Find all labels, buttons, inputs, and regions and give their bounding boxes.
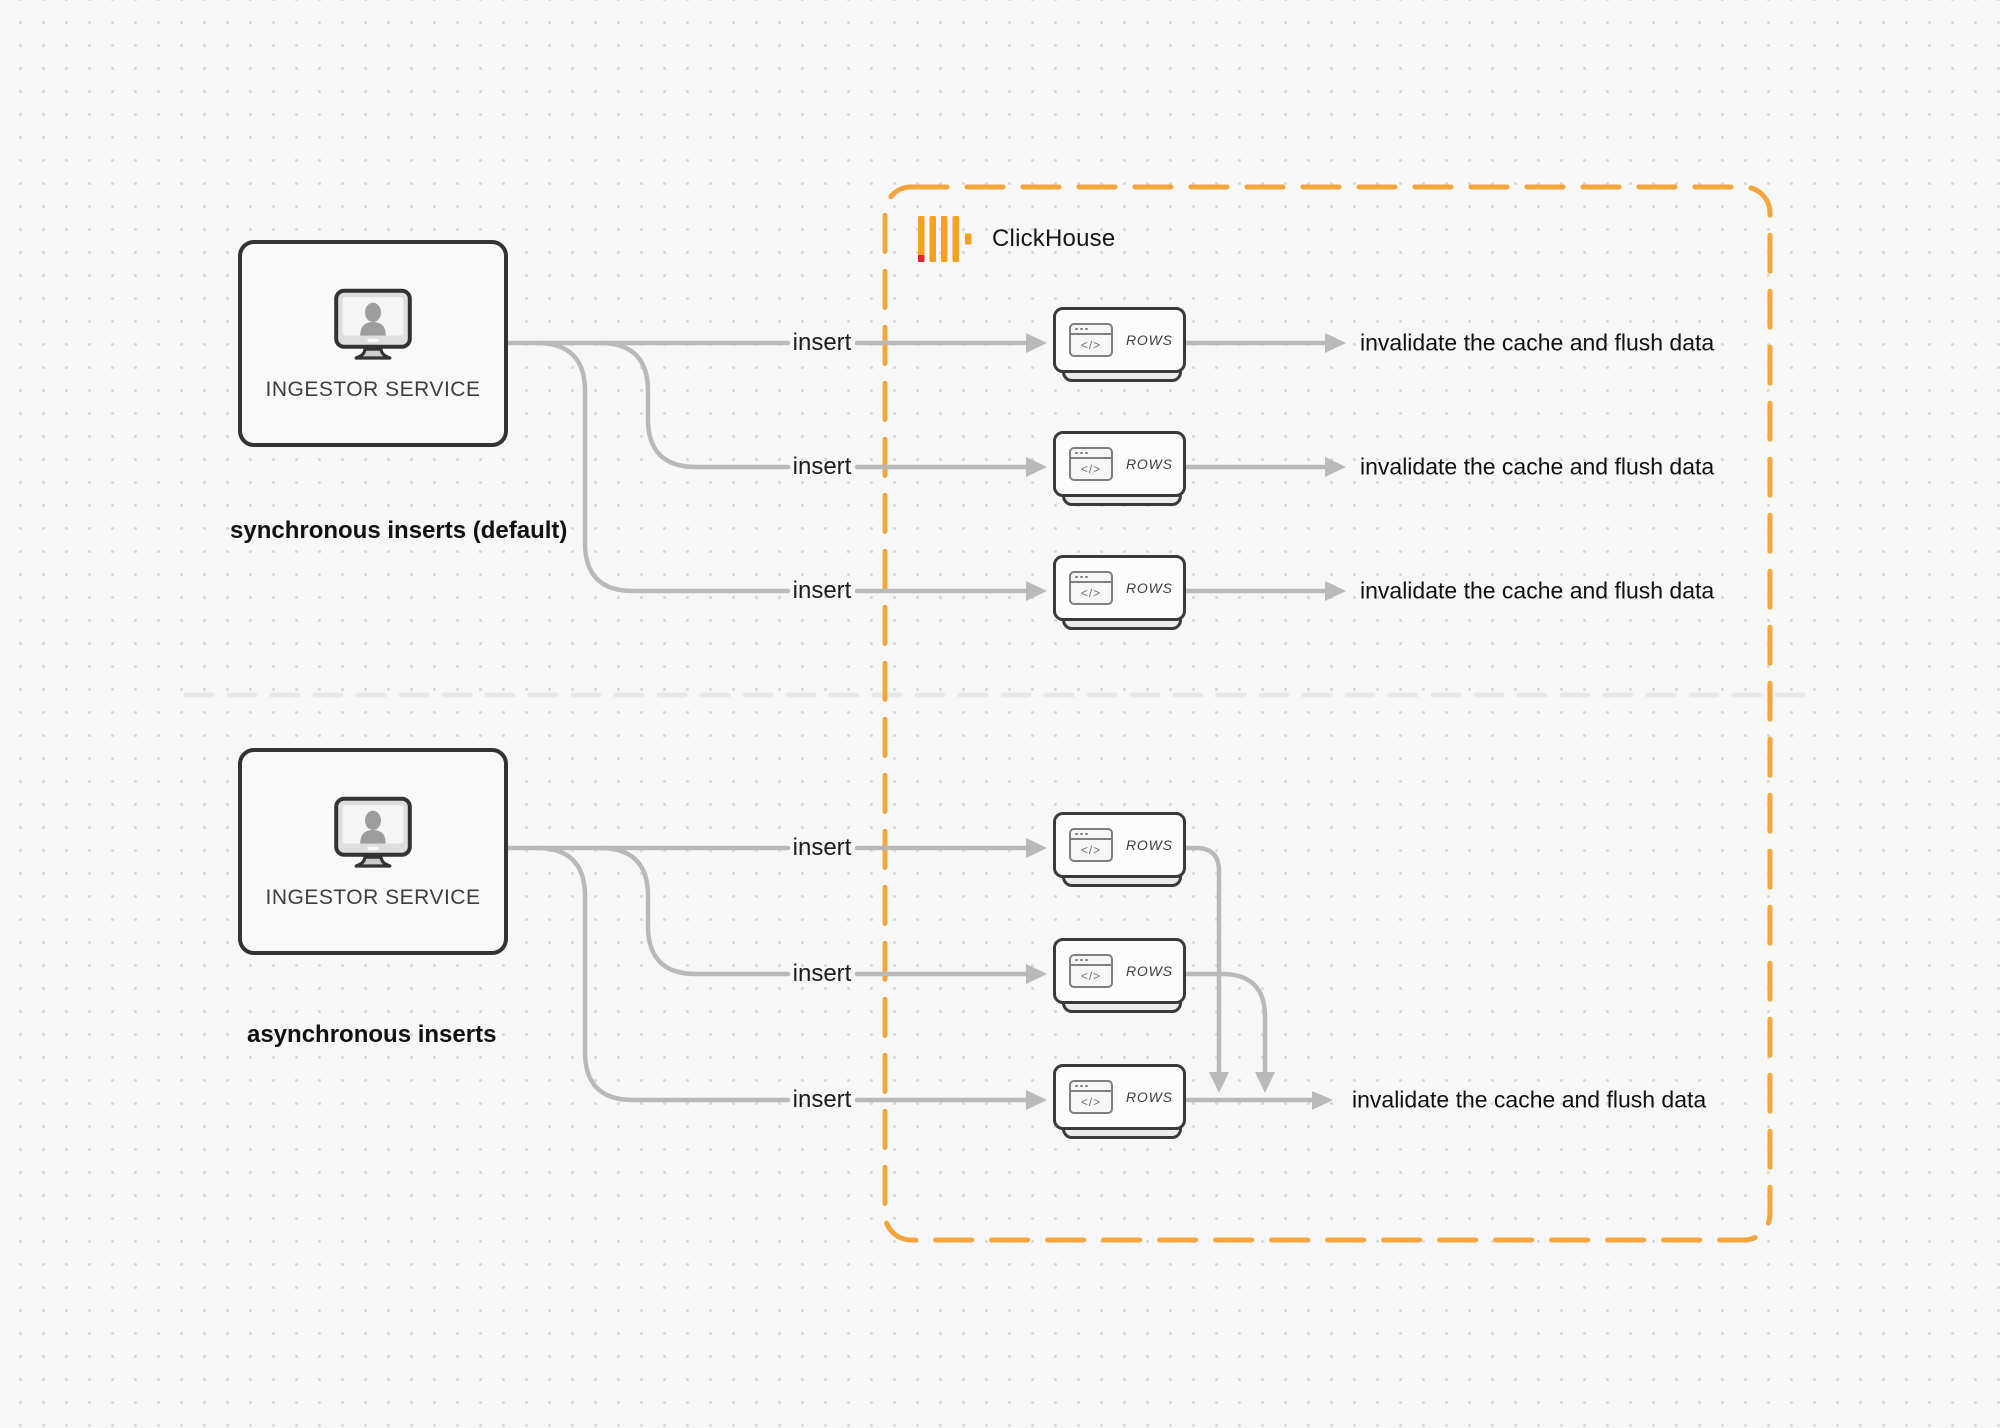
window-titlebar	[1071, 830, 1111, 840]
clickhouse-bars-icon	[918, 216, 972, 262]
insert-label: insert	[792, 453, 852, 480]
arrowhead-right	[1325, 333, 1346, 353]
arrowhead-right	[1026, 964, 1047, 984]
rows-card-front: </> ROWS	[1053, 1064, 1186, 1130]
arrowhead-right	[1026, 333, 1047, 353]
code-window-icon: </>	[1069, 1080, 1113, 1114]
clickhouse-red-accent	[918, 255, 925, 262]
code-glyph: </>	[1080, 969, 1102, 983]
rows-label: ROWS	[1126, 580, 1173, 596]
result-label: invalidate the cache and flush data	[1360, 577, 1715, 604]
code-glyph: </>	[1080, 1095, 1102, 1109]
clickhouse-label: ClickHouse	[992, 225, 1116, 252]
rows-card: </> ROWS	[1053, 812, 1186, 888]
rows-label: ROWS	[1126, 332, 1173, 348]
sync-branch-row2	[597, 340, 791, 470]
sync-caption: synchronous inserts (default)	[230, 517, 568, 544]
arrowhead-right	[1026, 838, 1047, 858]
rows-card-front: </> ROWS	[1053, 555, 1186, 621]
code-window-icon: </>	[1069, 447, 1113, 481]
result-label: invalidate the cache and flush data	[1360, 453, 1715, 480]
async-branch-row2	[597, 845, 791, 977]
rows-card: </> ROWS	[1053, 938, 1186, 1014]
service-label: INGESTOR SERVICE	[265, 885, 481, 909]
service-label: INGESTOR SERVICE	[265, 377, 481, 401]
async-merge-line-2	[1181, 971, 1268, 1075]
monitor-user-icon	[334, 796, 412, 868]
arrowhead-right	[1026, 1090, 1047, 1110]
arrowhead-right	[1312, 1091, 1333, 1110]
clickhouse-logo: ClickHouse	[918, 216, 1115, 262]
result-label: invalidate the cache and flush data	[1352, 1086, 1707, 1113]
monitor-user-icon	[334, 288, 412, 360]
ingestor-service-box-async: INGESTOR SERVICE	[238, 748, 508, 955]
arrowhead-right	[1325, 457, 1346, 477]
insert-label: insert	[792, 329, 852, 356]
window-titlebar	[1071, 449, 1111, 459]
ingestor-service-box-sync: INGESTOR SERVICE	[238, 240, 508, 447]
window-titlebar	[1071, 325, 1111, 335]
clickhouse-container-border	[882, 184, 1773, 1243]
arrowhead-down	[1209, 1072, 1229, 1093]
sync-branch-row3	[534, 340, 791, 594]
window-titlebar	[1071, 573, 1111, 583]
insert-label: insert	[792, 834, 852, 861]
insert-label: insert	[792, 577, 852, 604]
code-glyph: </>	[1080, 843, 1102, 857]
rows-label: ROWS	[1126, 1089, 1173, 1105]
result-label: invalidate the cache and flush data	[1360, 329, 1715, 356]
rows-card-front: </> ROWS	[1053, 938, 1186, 1004]
rows-card: </> ROWS	[1053, 307, 1186, 383]
code-window-icon: </>	[1069, 828, 1113, 862]
insert-label: insert	[792, 960, 852, 987]
code-glyph: </>	[1080, 338, 1102, 352]
rows-card: </> ROWS	[1053, 431, 1186, 507]
rows-card-front: </> ROWS	[1053, 307, 1186, 373]
arrowhead-right	[1325, 581, 1346, 601]
rows-label: ROWS	[1126, 837, 1173, 853]
rows-card-front: </> ROWS	[1053, 812, 1186, 878]
arrowhead-right	[1026, 457, 1047, 477]
code-glyph: </>	[1080, 586, 1102, 600]
async-caption: asynchronous inserts	[247, 1021, 497, 1048]
arrowhead-down	[1255, 1072, 1275, 1093]
code-window-icon: </>	[1069, 954, 1113, 988]
code-window-icon: </>	[1069, 323, 1113, 357]
window-titlebar	[1071, 956, 1111, 966]
code-window-icon: </>	[1069, 571, 1113, 605]
arrowheads	[1026, 333, 1346, 1110]
connector-lines	[505, 340, 1330, 1103]
code-glyph: </>	[1080, 462, 1102, 476]
rows-card: </> ROWS	[1053, 1064, 1186, 1140]
insert-label: insert	[792, 1086, 852, 1113]
async-branch-row3	[534, 845, 791, 1103]
async-merge-line-1	[1181, 845, 1222, 1075]
rows-card: </> ROWS	[1053, 555, 1186, 631]
window-titlebar	[1071, 1082, 1111, 1092]
arrowhead-right	[1026, 581, 1047, 601]
rows-label: ROWS	[1126, 456, 1173, 472]
rows-label: ROWS	[1126, 963, 1173, 979]
rows-card-front: </> ROWS	[1053, 431, 1186, 497]
